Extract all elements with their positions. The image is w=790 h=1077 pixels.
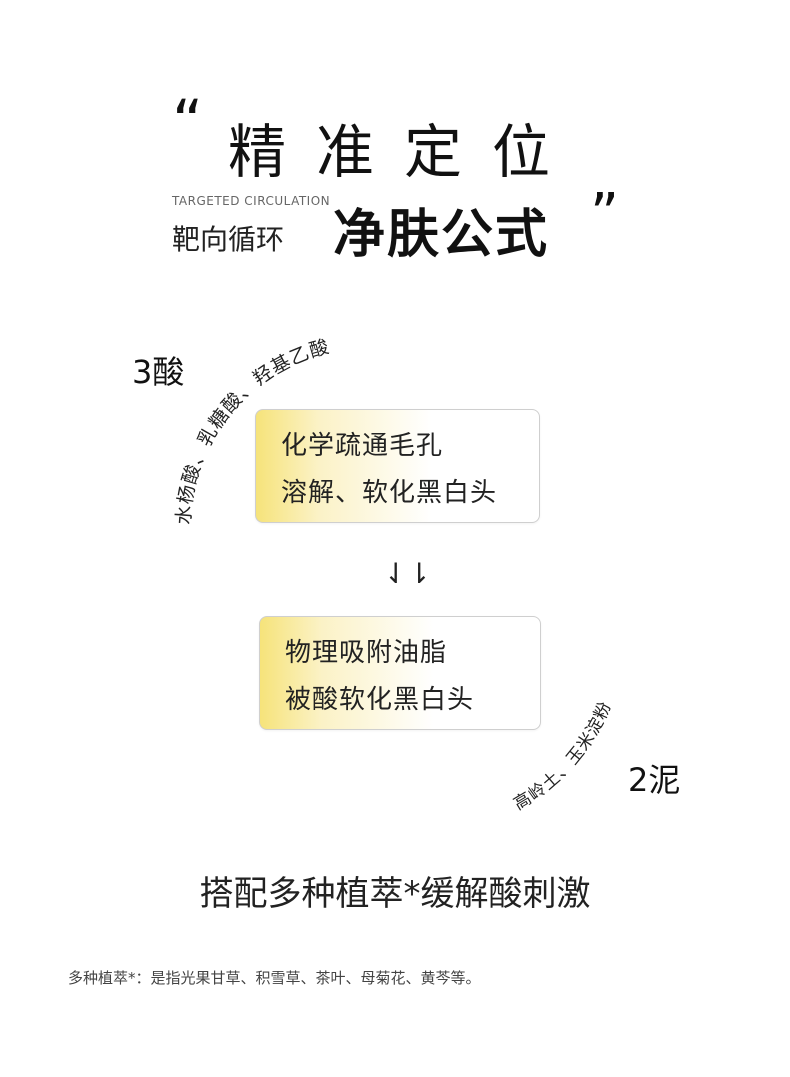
close-quote: ”	[590, 182, 620, 247]
subtitle-emphasis: 净肤公式	[333, 205, 550, 265]
mud-label: 2泥	[628, 761, 681, 799]
subtitle-chinese: 靶向循环	[172, 223, 285, 256]
card-top-line1: 化学疏通毛孔	[281, 431, 444, 461]
card-bottom-line2: 被酸软化黑白头	[285, 685, 475, 715]
page-title: 精准定位	[228, 118, 581, 186]
exchange-arrows-icon: ⇃⇂	[384, 557, 431, 590]
card-top-line2: 溶解、软化黑白头	[281, 478, 498, 508]
tagline: 搭配多种植萃*缓解酸刺激	[199, 874, 591, 914]
acid-label: 3酸	[132, 353, 185, 391]
footnote: 多种植萃*：是指光果甘草、积雪草、茶叶、母菊花、黄芩等。	[68, 969, 481, 987]
physical-action-card: 物理吸附油脂 被酸软化黑白头	[259, 616, 541, 730]
open-quote: “	[172, 87, 204, 157]
card-bottom-line1: 物理吸附油脂	[285, 638, 448, 668]
chemical-action-card: 化学疏通毛孔 溶解、软化黑白头	[255, 409, 540, 523]
subtitle-english: TARGETED CIRCULATION	[172, 194, 331, 208]
